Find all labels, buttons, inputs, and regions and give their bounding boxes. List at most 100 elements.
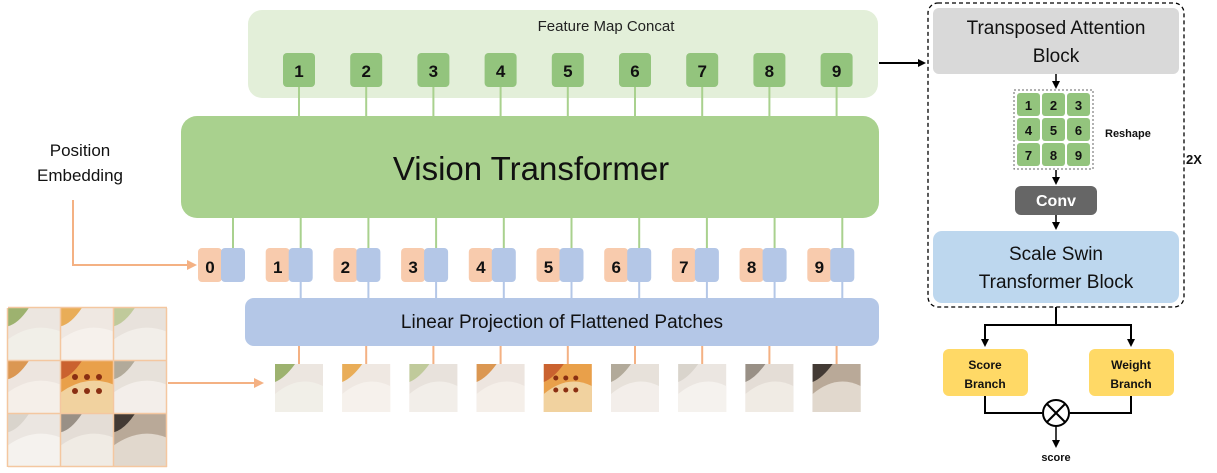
reshape-grid-label: 5 bbox=[1050, 123, 1057, 138]
position-token bbox=[671, 248, 696, 282]
position-token-label: 6 bbox=[611, 258, 620, 277]
feature-token-label: 2 bbox=[361, 62, 370, 81]
feature-token-label: 6 bbox=[630, 62, 639, 81]
reshape-grid-label: 3 bbox=[1075, 98, 1082, 113]
score-branch-label-line2: Branch bbox=[964, 377, 1005, 391]
position-token-label: 0 bbox=[205, 258, 214, 277]
reshape-grid-label: 7 bbox=[1025, 148, 1032, 163]
reshape-grid-frame bbox=[1013, 89, 1094, 170]
transposed-attention-title-line1: Transposed Attention bbox=[967, 18, 1146, 39]
reshape-grid-label: 2 bbox=[1050, 98, 1057, 113]
position-token bbox=[807, 248, 832, 282]
position-embedding-label-line1: Position bbox=[50, 141, 110, 160]
split-to-score-arrow bbox=[981, 307, 1057, 347]
reshape-grid-label: 4 bbox=[1025, 123, 1033, 138]
reshape-grid-label: 1 bbox=[1025, 98, 1032, 113]
position-token bbox=[536, 248, 561, 282]
score-branch-label-line1: Score bbox=[968, 358, 1002, 372]
reshape-grid-cell bbox=[1042, 93, 1065, 116]
vit-input-connectors bbox=[232, 218, 844, 248]
feature-token-label: 7 bbox=[697, 62, 706, 81]
reshape-grid-label: 8 bbox=[1050, 148, 1057, 163]
repeat-count-label: 2X bbox=[1186, 152, 1202, 167]
conv-block bbox=[1015, 186, 1097, 215]
flattened-patch-row bbox=[275, 364, 861, 412]
reshape-grid-cell bbox=[1017, 143, 1040, 166]
position-token-label: 2 bbox=[341, 258, 350, 277]
patch-thumbnail bbox=[409, 364, 458, 412]
image-grid-cell bbox=[8, 361, 60, 413]
position-token-label: 5 bbox=[544, 258, 553, 277]
position-embedding-arrow bbox=[72, 200, 197, 270]
patch-thumbnail bbox=[611, 364, 659, 412]
image-grid-cell bbox=[61, 361, 113, 413]
feature-token-label: 1 bbox=[294, 62, 303, 81]
position-token bbox=[468, 248, 493, 282]
feature-token bbox=[619, 53, 651, 87]
image-grid-cell bbox=[8, 414, 60, 466]
weight-branch-label-line1: Weight bbox=[1111, 358, 1151, 372]
reshape-grid-cell bbox=[1042, 143, 1065, 166]
score-to-multiply-line bbox=[984, 396, 1042, 414]
patch-embedding-token bbox=[627, 248, 652, 282]
weight-to-multiply-line bbox=[1070, 396, 1132, 414]
image-grid-cell bbox=[61, 308, 113, 360]
feature-token-label: 5 bbox=[563, 62, 572, 81]
split-to-weight-arrow bbox=[1056, 324, 1135, 347]
patch-thumbnail bbox=[275, 364, 323, 412]
position-token bbox=[198, 248, 222, 282]
reshape-label: Reshape bbox=[1105, 128, 1151, 140]
position-token bbox=[401, 248, 426, 282]
feature-token bbox=[551, 53, 584, 87]
patch-thumbnail bbox=[476, 364, 525, 412]
feature-map-concat-label: Feature Map Concat bbox=[538, 18, 676, 35]
repeat-block-container bbox=[927, 2, 1185, 308]
reshape-grid-label: 6 bbox=[1075, 123, 1082, 138]
reshape-grid-cell bbox=[1067, 143, 1090, 166]
reshape-grid-label: 9 bbox=[1075, 148, 1082, 163]
scale-swin-label-line2: Transformer Block bbox=[979, 272, 1134, 293]
reshape-grid-cell bbox=[1042, 118, 1065, 141]
weight-branch-label-line2: Branch bbox=[1110, 377, 1151, 391]
position-token bbox=[265, 248, 290, 282]
position-token bbox=[333, 248, 358, 282]
position-token-label: 3 bbox=[408, 258, 417, 277]
feature-token bbox=[417, 53, 450, 87]
patch-embedding-token bbox=[559, 248, 584, 282]
position-token-label: 9 bbox=[815, 258, 824, 277]
position-token-label: 8 bbox=[747, 258, 756, 277]
position-embedding-label-line2: Embedding bbox=[37, 166, 123, 185]
weight-branch-block bbox=[1089, 349, 1174, 396]
input-image-grid bbox=[6, 306, 168, 468]
feature-token bbox=[753, 53, 786, 87]
patch-thumbnail bbox=[745, 364, 794, 412]
linear-projection-block bbox=[245, 298, 879, 346]
patch-thumbnail bbox=[342, 364, 391, 412]
linear-projection-label: Linear Projection of Flattened Patches bbox=[401, 312, 723, 333]
patch-embedding-token bbox=[491, 248, 516, 282]
reshape-grid-cell bbox=[1067, 118, 1090, 141]
transposed-attention-block bbox=[933, 8, 1179, 74]
feature-token-label: 4 bbox=[496, 62, 506, 81]
output-score-label: score bbox=[1041, 452, 1070, 464]
reshape-grid: 1 2 3 4 5 6 7 8 9 bbox=[1017, 93, 1090, 166]
patch-thumbnail bbox=[678, 364, 727, 412]
patch-embedding-token bbox=[221, 248, 245, 282]
patch-thumbnail bbox=[543, 364, 592, 412]
reshape-grid-cell bbox=[1067, 93, 1090, 116]
patch-embedding-token bbox=[762, 248, 787, 282]
reshape-grid-cell bbox=[1017, 93, 1040, 116]
patch-input-connectors bbox=[298, 346, 838, 364]
feature-token bbox=[283, 53, 315, 87]
position-token-label: 7 bbox=[679, 258, 688, 277]
position-token bbox=[739, 248, 764, 282]
patch-embedding-token bbox=[830, 248, 855, 282]
position-token-label: 1 bbox=[273, 258, 282, 277]
patch-embedding-token bbox=[288, 248, 313, 282]
conv-label: Conv bbox=[1036, 193, 1076, 210]
vision-transformer-label: Vision Transformer bbox=[393, 150, 669, 187]
scale-swin-transformer-block bbox=[933, 231, 1179, 303]
